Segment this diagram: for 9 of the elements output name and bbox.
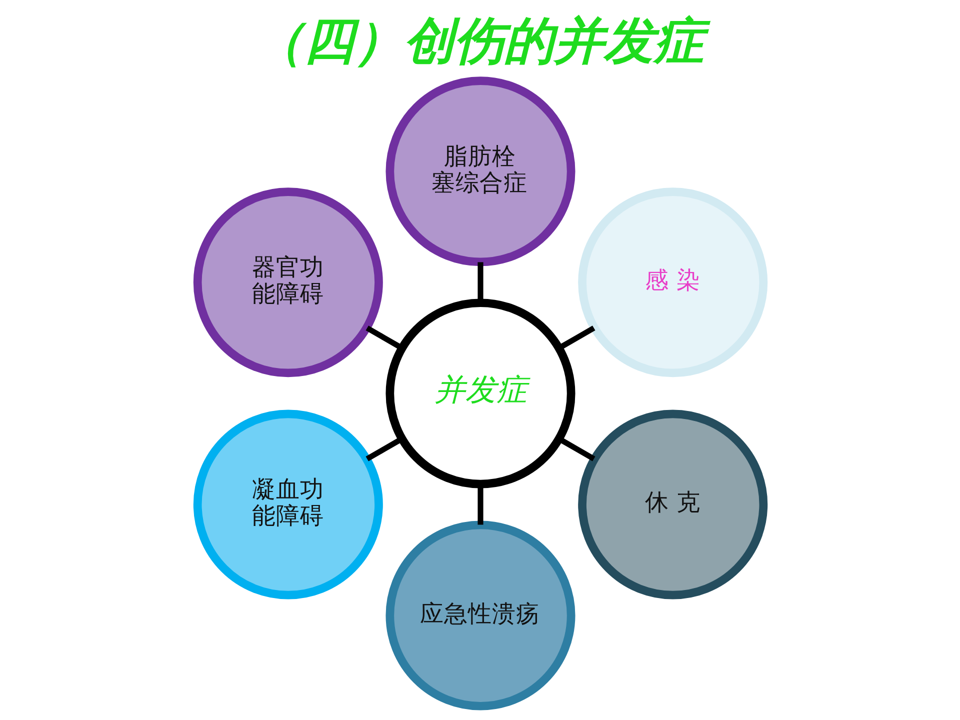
node-circle: 感 染 xyxy=(578,188,768,378)
node-circle: 器官功能障碍 xyxy=(192,188,382,378)
connector xyxy=(365,436,403,462)
node-circle: 并发症 xyxy=(385,298,575,488)
node-circle: 休 克 xyxy=(578,410,768,600)
node-circle: 应急性溃疡 xyxy=(385,520,575,710)
node-circle: 凝血功能障碍 xyxy=(192,410,382,600)
connector xyxy=(365,326,403,350)
node-circle: 脂肪栓塞综合症 xyxy=(385,76,575,266)
